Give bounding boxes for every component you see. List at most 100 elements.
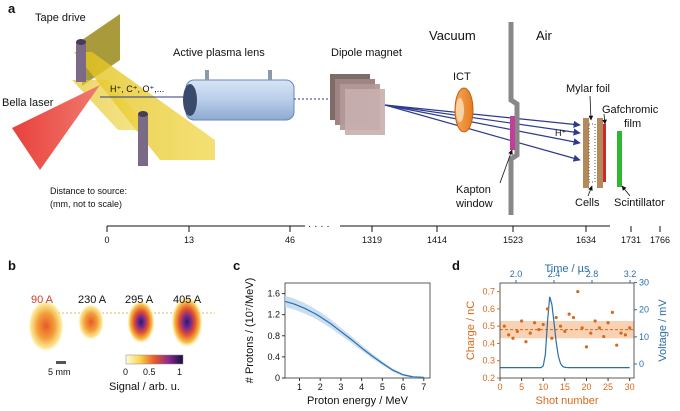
bella-laser-label: Bella laser <box>2 97 54 109</box>
charge-point <box>593 319 597 323</box>
x-tick-label: 5 <box>519 382 524 392</box>
x-tick-label: 5 <box>380 382 385 392</box>
scintillator <box>617 131 622 187</box>
charge-point <box>584 345 589 349</box>
y2-tick-label: 0 <box>639 359 644 369</box>
distance-tick-label: 1731 <box>621 235 641 245</box>
colorbar-tick-1: 1 <box>177 367 182 377</box>
ict <box>454 87 474 133</box>
y2-tick-label: 30 <box>639 278 649 288</box>
x-axis-label: Shot number <box>536 395 599 407</box>
ict-label: ICT <box>453 71 471 83</box>
distance-tick-label: 1634 <box>576 235 596 245</box>
charge-point <box>511 336 515 340</box>
panel-d-label: d <box>452 258 460 273</box>
kapton-label-2: window <box>455 198 493 210</box>
current-label-230a: 230 A <box>78 294 107 306</box>
plasma-lens <box>183 70 295 121</box>
charge-point <box>524 340 528 344</box>
charge-point <box>545 307 550 311</box>
panel-b-label: b <box>8 258 16 273</box>
y-tick-label: 0.4 <box>482 338 495 348</box>
x-tick-label: 10 <box>538 382 548 392</box>
y-tick-label: 0.6 <box>482 304 495 314</box>
x-tick-label: 3 <box>338 382 343 392</box>
distance-label-2: (mm, not to scale) <box>50 199 122 209</box>
cell-holder <box>583 118 606 188</box>
charge-point <box>558 324 563 328</box>
charge-point <box>606 321 610 325</box>
distance-tick-label: 1523 <box>503 235 523 245</box>
air-label: Air <box>536 28 553 43</box>
beam-profiles <box>28 296 215 352</box>
charge-point <box>563 329 567 333</box>
current-label-405a: 405 A <box>173 294 202 306</box>
colorbar-tick-0: 0 <box>123 367 128 377</box>
x-tick-label: 0 <box>497 382 502 392</box>
distance-tick-label: 1319 <box>362 235 382 245</box>
y-tick-label: 0.8 <box>267 331 280 341</box>
proton-spectrum-line <box>284 300 424 379</box>
plot-frame <box>284 282 431 379</box>
colorbar-label: Signal / arb. u. <box>109 381 180 393</box>
distance-tick-label: 0 <box>104 235 109 245</box>
y-tick-label: 0.4 <box>267 352 280 362</box>
x-tick-label: 2 <box>318 382 323 392</box>
vacuum-wall <box>508 22 520 215</box>
profile-230a <box>78 304 104 340</box>
ion-species-label: H⁺, C⁺, O⁺,... <box>110 84 164 94</box>
scale-bar <box>56 361 66 364</box>
charge-point <box>623 333 627 337</box>
scale-bar-label: 5 mm <box>48 367 71 377</box>
y-tick-label: 1.2 <box>267 310 280 320</box>
x-tick-label: 25 <box>603 382 613 392</box>
charge-point <box>554 315 558 320</box>
distance-label-1: Distance to source: <box>50 186 127 196</box>
laser-cone <box>12 85 100 170</box>
x-tick-label: 20 <box>581 382 591 392</box>
charge-point <box>537 328 541 332</box>
y-axis-label: # Protons / (10⁷/MeV) <box>244 278 256 383</box>
charge-point <box>610 310 614 314</box>
dipole-magnet-label: Dipole magnet <box>331 47 402 59</box>
vacuum-label: Vacuum <box>429 28 476 43</box>
voltage-trace <box>500 296 630 369</box>
y-tick-label: 0.3 <box>482 356 495 366</box>
panel-a-label: a <box>8 1 16 16</box>
kapton-window <box>510 116 515 150</box>
distance-tick-label: 1414 <box>427 235 447 245</box>
y-tick-label: 0 <box>275 373 280 383</box>
charge-point <box>576 290 580 294</box>
charge-point <box>571 315 576 320</box>
deflected-beams <box>384 104 581 162</box>
y2-tick-label: 20 <box>639 305 649 315</box>
x2-tick-label: 2.4 <box>548 269 561 279</box>
dipole-magnet <box>330 74 385 135</box>
distance-ticks: 0 13 46 1319 1414 1523 1634 1731 1766 <box>104 226 670 245</box>
gafchromic-label-2: film <box>624 118 641 130</box>
x-tick-label: 7 <box>421 382 426 392</box>
panel-c-label: c <box>233 258 240 273</box>
charge-point <box>532 321 537 325</box>
x2-tick-label: 2.8 <box>586 269 599 279</box>
distance-tick-label: 1766 <box>650 235 670 245</box>
charge-point <box>567 312 571 316</box>
charge-point <box>580 326 584 330</box>
distance-tick-label: 46 <box>285 235 295 245</box>
colorbar-tick-05: 0.5 <box>143 367 156 377</box>
scintillator-label: Scintillator <box>614 197 665 209</box>
profile-295a <box>127 300 155 344</box>
current-label-90a: 90 A <box>31 294 54 306</box>
plot-frame <box>499 282 635 379</box>
x-tick-label: 1 <box>297 382 302 392</box>
y-axis-label: Charge / nC <box>465 301 477 360</box>
kapton-label-1: Kapton <box>456 184 491 196</box>
mylar-label: Mylar foil <box>566 83 610 95</box>
gafchromic-label-1: Gafchromic <box>602 104 659 116</box>
x2-tick-label: 2.0 <box>510 269 523 279</box>
charge-point <box>515 329 519 333</box>
x-tick-label: 4 <box>359 382 364 392</box>
distance-tick-label: 13 <box>184 235 194 245</box>
